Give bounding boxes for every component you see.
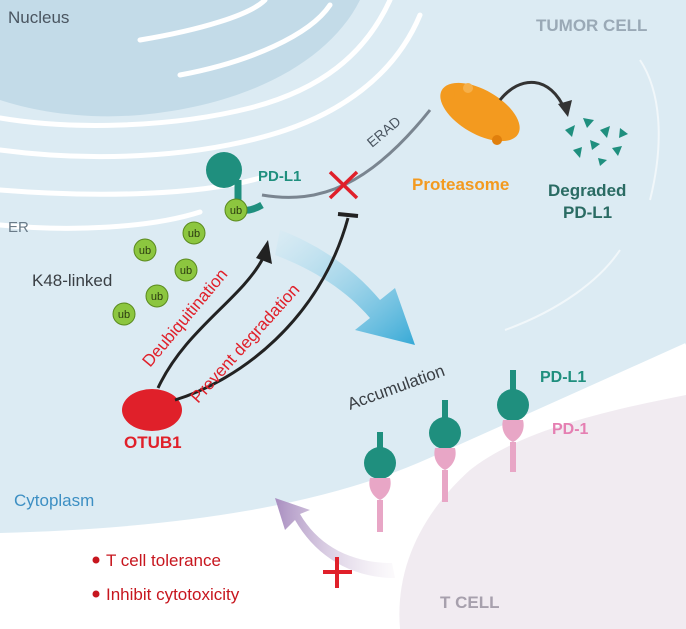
ub-circle: ub [224, 198, 248, 222]
pd1-label: PD-1 [552, 421, 589, 438]
tumor-cell-label: TUMOR CELL [536, 16, 647, 35]
proteasome-label: Proteasome [412, 175, 509, 194]
nucleus [0, 0, 360, 117]
ub-circle: ub [174, 258, 198, 282]
pdl1-pd1-complex [429, 400, 461, 502]
ubiquitin-chain: ub ub ub ub ub ub [112, 198, 248, 326]
svg-text:ub: ub [139, 245, 151, 257]
pdl1-er-label: PD-L1 [258, 168, 301, 185]
ub-circle: ub [182, 221, 206, 245]
degradation-arrow [498, 80, 567, 111]
pdl1-pd1-complex [364, 432, 396, 532]
svg-text:ub: ub [151, 291, 163, 303]
svg-text:ub: ub [118, 309, 130, 321]
bullet-inhibit-cytotoxicity: Inhibit cytotoxicity [106, 585, 240, 604]
tumor-cell-membrane [0, 343, 686, 537]
ub-circle: ub [112, 302, 136, 326]
inhibition-bar-icon [337, 212, 359, 218]
prevent-degradation-arrow [174, 217, 350, 402]
endoplasmic-reticulum [0, 0, 423, 231]
er-label: ER [8, 219, 29, 236]
k48-linked-label: K48-linked [32, 271, 112, 290]
otub1-label: OTUB1 [124, 433, 182, 452]
ub-circle: ub [145, 284, 169, 308]
t-cell-signal-arrow [275, 498, 395, 578]
er-highlight-strokes [504, 59, 660, 331]
ub-circle: ub [133, 238, 157, 262]
degraded-label-line1: Degraded [548, 181, 626, 200]
degradation-arrow-head [558, 100, 572, 117]
svg-text:ub: ub [188, 228, 200, 240]
t-cell-label: T CELL [440, 593, 500, 612]
red-x-icon [328, 170, 359, 200]
degraded-label-line2: PD-L1 [563, 203, 612, 222]
proteasome-icon [440, 82, 520, 145]
deubiquitination-arrow-head [256, 240, 272, 264]
pdl1-membrane-label: PD-L1 [540, 369, 586, 386]
bullet-t-cell-tolerance: T cell tolerance [106, 551, 221, 570]
red-x-icon [323, 557, 352, 588]
otub1-protein [122, 389, 182, 431]
svg-text:ub: ub [180, 265, 192, 277]
t-cell [399, 395, 686, 629]
pdl1-pd1-complex [497, 370, 529, 472]
nucleus-label: Nucleus [8, 8, 69, 27]
outcome-list: T cell tolerance Inhibit cytotoxicity [92, 551, 240, 604]
accumulation-arrow [275, 230, 415, 345]
cytoplasm-label: Cytoplasm [14, 491, 94, 510]
svg-text:ub: ub [230, 205, 242, 217]
degraded-fragments-icon [565, 118, 628, 166]
deubiquitination-arrow [156, 259, 264, 389]
